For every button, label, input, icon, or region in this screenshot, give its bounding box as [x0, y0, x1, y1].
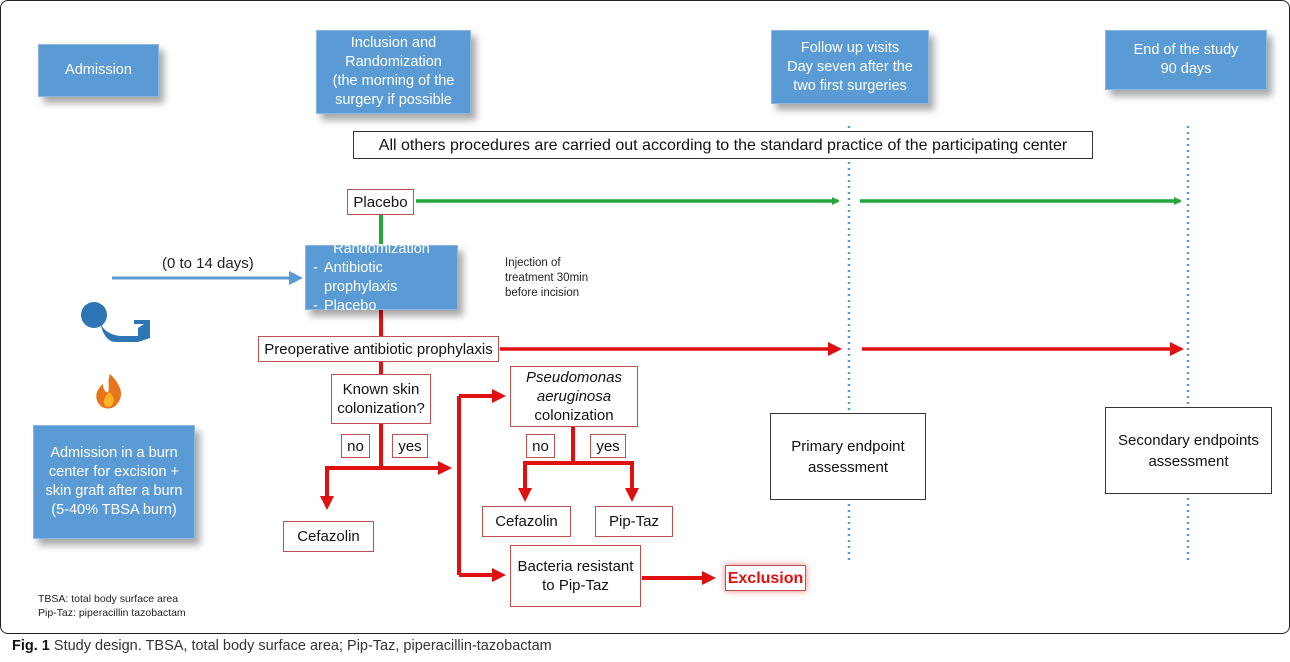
bacteria-resistant-box: Bacteria resistant to Pip-Taz	[510, 545, 641, 607]
end-of-study-box: End of the study 90 days	[1105, 30, 1267, 90]
primary-endpoint-label: Primary endpoint assessment	[791, 437, 905, 476]
randomization-item: Antibiotic prophylaxis	[310, 259, 453, 297]
no-label: no	[347, 437, 364, 455]
bacteria-resistant-label: Bacteria resistant to Pip-Taz	[517, 558, 634, 594]
to-piptaz	[573, 461, 639, 502]
figure-caption-text: Study design. TBSA, total body surface a…	[49, 638, 552, 654]
inclusion-box: Inclusion and Randomization (the morning…	[316, 30, 471, 114]
pseudomonas-box: Pseudomonas aeruginosa colonization	[510, 366, 638, 427]
patient-lying-icon	[81, 302, 150, 342]
admission-label: Admission	[65, 62, 132, 78]
injection-note: Injection of treatment 30min before inci…	[505, 257, 589, 299]
pseudomonas-species: Pseudomonas aeruginosa	[526, 369, 622, 405]
preoperative-label: Preoperative antibiotic prophylaxis	[264, 340, 493, 358]
cefazolin-label-2: Cefazolin	[495, 513, 558, 530]
yes-box: yes	[392, 434, 428, 458]
admission-burn-box: Admission in a burn center for excision …	[33, 425, 195, 539]
randomization-item: Placebo	[310, 297, 453, 316]
procedures-note-text: All others procedures are carried out ac…	[378, 136, 1068, 154]
randomization-box: Randomization Antibiotic prophylaxis Pla…	[305, 241, 458, 316]
yes-label: yes	[398, 437, 422, 455]
admission-burn-label: Admission in a burn center for excision …	[45, 445, 183, 518]
yes-box-2: yes	[590, 434, 626, 458]
randomization-title: Randomization	[333, 240, 430, 257]
abbreviation-piptaz: Pip-Taz: piperacillin tazobactam	[38, 607, 186, 619]
exclusion-label: Exclusion	[727, 569, 804, 587]
piptaz-box: Pip-Taz	[595, 506, 673, 537]
known-skin-label: Known skin colonization?	[337, 381, 425, 417]
to-cefazolin-2	[518, 461, 573, 502]
no-box: no	[341, 434, 370, 458]
yes-label-2: yes	[596, 437, 620, 455]
flame-icon	[96, 374, 122, 409]
figure-caption: Fig. 1 Study design. TBSA, total body su…	[12, 638, 552, 654]
secondary-endpoint-box: Secondary endpoints assessment	[1105, 407, 1272, 494]
placebo-box: Placebo	[347, 189, 414, 215]
piptaz-label: Pip-Taz	[608, 513, 660, 530]
primary-endpoint-box: Primary endpoint assessment	[770, 413, 926, 500]
end-of-study-label: End of the study 90 days	[1133, 42, 1239, 77]
preoperative-box: Preoperative antibiotic prophylaxis	[258, 336, 499, 362]
pseudomonas-colonization: colonization	[534, 407, 614, 424]
cefazolin-box: Cefazolin	[283, 521, 374, 552]
followup-box: Follow up visits Day seven after the two…	[771, 30, 929, 104]
placebo-label: Placebo	[353, 193, 408, 211]
admission-box: Admission	[38, 44, 159, 97]
no-box-2: no	[526, 434, 555, 458]
timing-label: (0 to 14 days)	[162, 255, 254, 272]
randomization-list: Antibiotic prophylaxis Placebo	[310, 259, 453, 316]
no-label-2: no	[532, 437, 549, 455]
to-cefazolin	[320, 466, 381, 510]
secondary-endpoint-label: Secondary endpoints assessment	[1118, 431, 1259, 470]
known-skin-box: Known skin colonization?	[331, 374, 431, 424]
procedures-note: All others procedures are carried out ac…	[353, 131, 1093, 159]
figure-label: Fig. 1	[12, 638, 50, 654]
inclusion-label: Inclusion and Randomization (the morning…	[332, 35, 455, 108]
exclusion-box: Exclusion	[725, 565, 806, 591]
cefazolin-label: Cefazolin	[297, 528, 360, 545]
abbreviation-tbsa: TBSA: total body surface area	[38, 593, 179, 605]
cefazolin-box-2: Cefazolin	[482, 506, 571, 537]
followup-label: Follow up visits Day seven after the two…	[787, 39, 913, 94]
